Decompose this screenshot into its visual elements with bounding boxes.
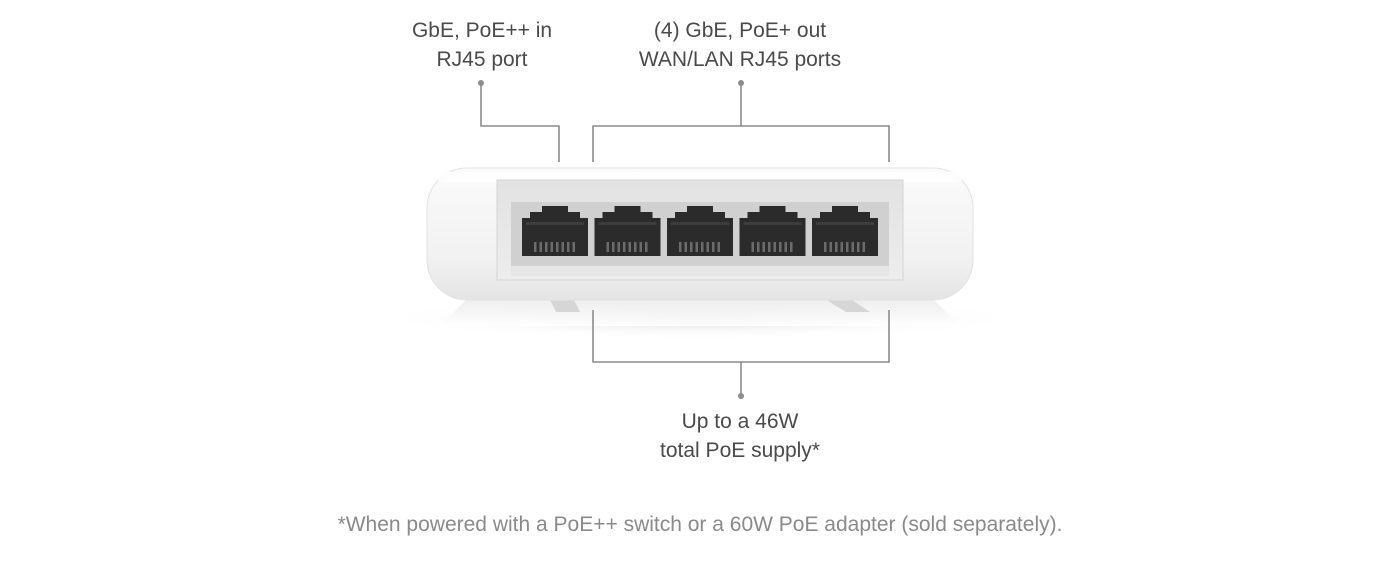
rj45-port bbox=[667, 206, 733, 256]
callout-supply: Up to a 46W total PoE supply* bbox=[620, 407, 860, 465]
leader-dot-poe-in bbox=[478, 80, 484, 86]
callout-poe-out-line1: (4) GbE, PoE+ out bbox=[653, 19, 827, 42]
callout-supply-line2: total PoE supply* bbox=[660, 439, 820, 462]
rj45-port bbox=[594, 206, 661, 256]
callout-supply-line1: Up to a 46W bbox=[681, 410, 799, 433]
leader-dot-poe-out bbox=[738, 80, 744, 86]
callout-poe-in-line2: RJ45 port bbox=[436, 48, 528, 71]
callout-poe-in-line1: GbE, PoE++ in bbox=[411, 19, 553, 42]
rj45-port bbox=[522, 206, 588, 256]
rj45-port bbox=[812, 206, 878, 256]
callout-poe-in: GbE, PoE++ in RJ45 port bbox=[382, 16, 582, 74]
callout-poe-out-line2: WAN/LAN RJ45 ports bbox=[638, 48, 842, 71]
leader-line-poe-in bbox=[480, 83, 560, 162]
rj45-ports bbox=[522, 206, 878, 256]
leader-lines bbox=[480, 83, 890, 396]
footnote: *When powered with a PoE++ switch or a 6… bbox=[337, 513, 1063, 536]
leader-line-poe-out bbox=[592, 125, 890, 162]
rj45-port bbox=[739, 206, 806, 256]
leader-dot-supply bbox=[738, 393, 744, 399]
callout-poe-out: (4) GbE, PoE+ out WAN/LAN RJ45 ports bbox=[600, 16, 880, 74]
